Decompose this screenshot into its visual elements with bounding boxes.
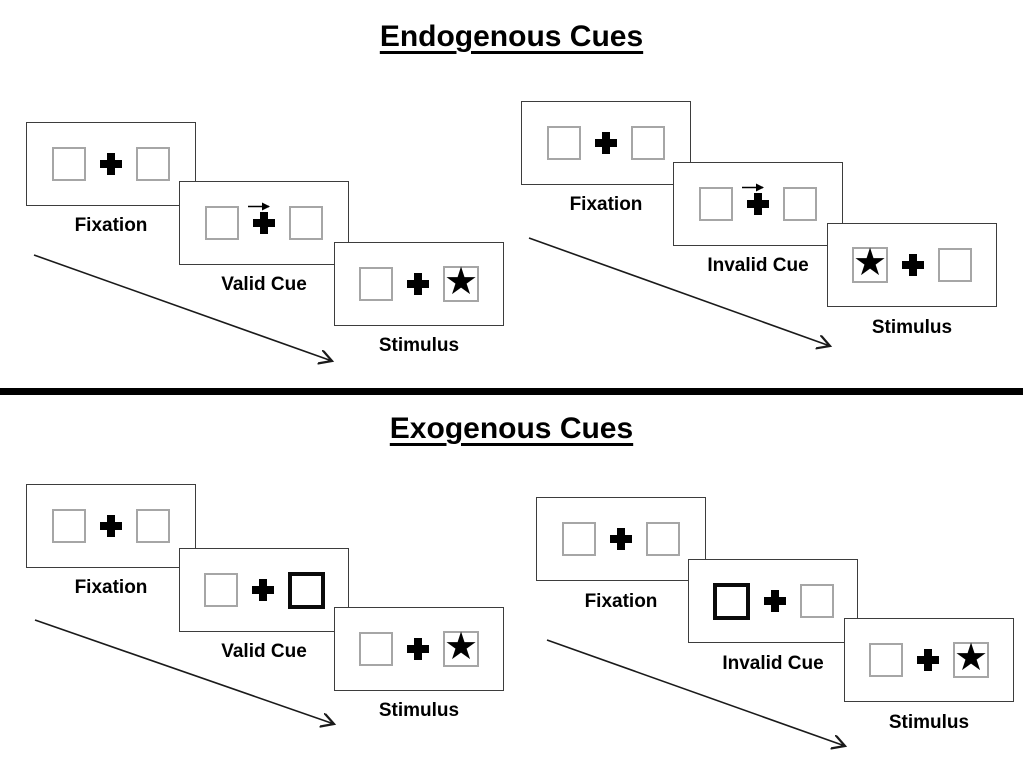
cue-arrow-icon xyxy=(742,183,764,192)
panel-label: Fixation xyxy=(74,577,148,598)
panel-label: Fixation xyxy=(584,591,658,612)
target-star-square: ★ xyxy=(852,242,888,284)
fixation-cross-icon xyxy=(407,638,429,660)
fixation-panel xyxy=(26,122,196,206)
placeholder-square-left xyxy=(547,126,581,160)
fixation-panel xyxy=(521,101,691,185)
timeline-arrow-icon xyxy=(528,237,839,354)
star-icon: ★ xyxy=(443,626,479,668)
cue-panel xyxy=(179,548,349,632)
placeholder-square-left xyxy=(203,573,238,607)
stimulus-panel: ★ xyxy=(844,618,1014,702)
placeholder-square-left xyxy=(359,632,393,666)
fixation-cross-icon xyxy=(747,193,769,215)
panel-label: Invalid Cue xyxy=(722,653,824,674)
fixation-panel xyxy=(536,497,706,581)
cue-arrow-icon xyxy=(248,202,270,211)
cue-square-thick xyxy=(287,571,325,609)
placeholder-square-right xyxy=(938,248,972,282)
cue-panel xyxy=(179,181,349,265)
target-star-square: ★ xyxy=(443,626,479,668)
section-title-endogenous: Endogenous Cues xyxy=(379,20,644,53)
fixation-cross-icon xyxy=(902,254,924,276)
fixation-cross-icon xyxy=(100,153,122,175)
placeholder-square-right xyxy=(646,522,680,556)
placeholder-square-left xyxy=(359,267,393,301)
panel-label: Stimulus xyxy=(888,712,970,733)
fixation-cross-icon xyxy=(253,212,275,234)
fixation-cross-icon xyxy=(407,273,429,295)
target-star-square: ★ xyxy=(443,261,479,303)
panel-label: Fixation xyxy=(74,215,148,236)
star-icon: ★ xyxy=(953,637,989,679)
cue-panel xyxy=(688,559,858,643)
timeline-arrow-icon xyxy=(546,639,854,754)
panel-label: Stimulus xyxy=(378,335,460,356)
timeline-arrow-icon xyxy=(34,619,343,732)
placeholder-square-right xyxy=(289,206,323,240)
placeholder-square-right xyxy=(799,584,834,618)
fixation-cross-icon xyxy=(595,132,617,154)
placeholder-square-left xyxy=(562,522,596,556)
fixation-cross-icon xyxy=(763,590,786,612)
section-divider xyxy=(0,388,1023,395)
target-star-square: ★ xyxy=(953,637,989,679)
placeholder-square-left xyxy=(699,187,733,221)
cue-panel xyxy=(673,162,843,246)
fixation-cross-icon xyxy=(100,515,122,537)
star-icon: ★ xyxy=(852,242,888,284)
placeholder-square-left xyxy=(52,509,86,543)
section-title-exogenous: Exogenous Cues xyxy=(389,412,634,445)
timeline-arrow-icon xyxy=(33,254,342,371)
placeholder-square-right xyxy=(783,187,817,221)
placeholder-square-right xyxy=(136,509,170,543)
panel-label: Invalid Cue xyxy=(707,255,809,276)
panel-label: Fixation xyxy=(569,194,643,215)
panel-label: Valid Cue xyxy=(221,641,307,662)
stimulus-panel: ★ xyxy=(334,607,504,691)
star-icon: ★ xyxy=(443,261,479,303)
fixation-cross-icon xyxy=(917,649,939,671)
stimulus-panel: ★ xyxy=(827,223,997,307)
placeholder-square-left xyxy=(52,147,86,181)
fixation-cross-icon xyxy=(610,528,632,550)
fixation-cross-icon xyxy=(251,579,274,601)
panel-label: Stimulus xyxy=(378,700,460,721)
panel-label: Valid Cue xyxy=(221,274,307,295)
placeholder-square-right xyxy=(136,147,170,181)
panel-label: Stimulus xyxy=(871,317,953,338)
fixation-panel xyxy=(26,484,196,568)
cue-square-thick xyxy=(712,582,750,620)
stimulus-panel: ★ xyxy=(334,242,504,326)
placeholder-square-right xyxy=(631,126,665,160)
placeholder-square-left xyxy=(205,206,239,240)
placeholder-square-left xyxy=(869,643,903,677)
